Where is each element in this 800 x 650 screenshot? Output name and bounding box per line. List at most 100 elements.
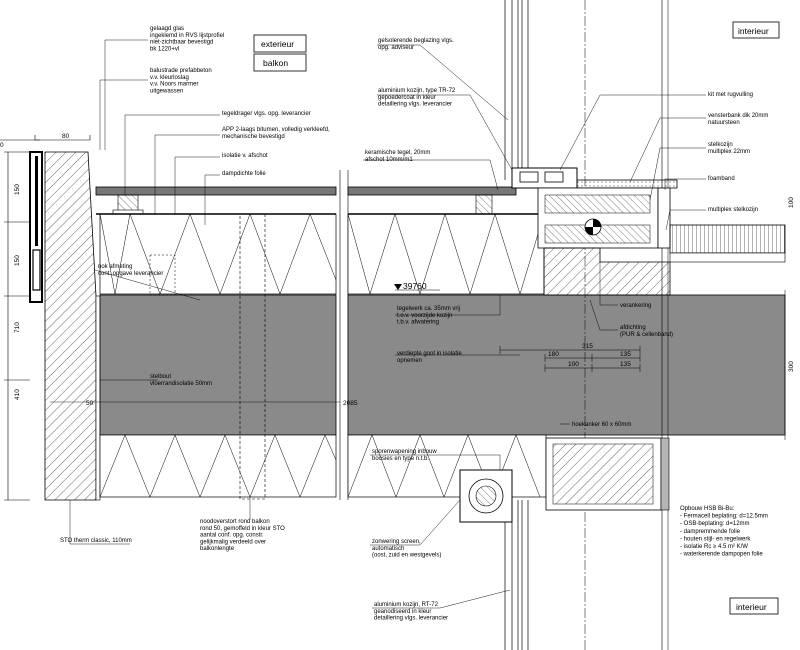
annotation-isolatie: isolatie v. afschot [222,153,268,159]
annotation-line: tegelwerk ca. 35mm vrij [397,306,460,312]
dim-300: 300 [788,361,795,372]
annotation-line: kit met rugvulling [708,92,753,98]
balustrade-prefab-concrete [44,151,97,501]
balcony-tiles [95,186,337,196]
svg-text:balkon: balkon [263,58,288,68]
annotation-verankering: verankering [620,303,651,309]
annotation-line: verdiepte goot in isolatie [397,351,462,357]
annotation-line: Opbouw HSB Bi-Bu: [680,506,735,512]
balcony-detail: 80 150 150 710 410 0 [0,133,340,501]
tile-pedestal-left [117,194,139,212]
window-sill-stone [576,179,678,189]
annotation-line: t.o.v. voorzijde kozijn [397,313,452,319]
left-dimension-chain [0,135,91,501]
annotation-line: nok afmeting [98,264,132,270]
annotation-line: ingeklemd in RVS lijstprofiel [150,33,224,39]
dim-135-b: 135 [620,361,631,368]
roof-insulation-right [347,213,545,295]
annotation-afdichting: afdichting(PUR & cellenband) [620,325,673,338]
annotation-line: dampdichte folie [222,171,266,177]
annotation-line: hoekanker 60 x 60mm [572,422,631,428]
interior-floor-finish [669,224,786,254]
annotation-line: keramische tegel, 20mm [365,150,430,156]
sill-step [543,247,671,296]
multiplex-frame [657,187,671,249]
label-box-interieur-bottom: interieur [729,597,779,615]
annotation-line: (PUR & cellenband) [620,332,673,338]
annotation-line: detaillering vlgs. leverancier [374,616,448,622]
annotation-foamband: foamband [708,176,735,182]
label-box-exterieur: exterieur [253,34,307,53]
annotation-beglazing: gelsolerende beglazing vlgs.opg. adviseu… [378,38,454,51]
label-box-balkon: balkon [253,53,307,72]
svg-text:exterieur: exterieur [261,39,294,49]
annotation-tegeldrager: tegeldrager vlgs. opg. leverancier [222,111,311,117]
annotation-line: detaillering vlgs. leverancier [378,102,452,108]
annotation-line: noodoverstort rond balkon [200,519,270,525]
annotation-line: - houten stijl- en regelwerk [680,536,751,542]
annotation-line: isolatie v. afschot [222,153,268,159]
balcony-slab [99,294,337,436]
slab-dimension-chain [499,290,786,440]
annotation-kit: kit met rugvulling [708,92,753,98]
annotation-opbouw: Opbouw HSB Bi-Bu: - Fermacell beplating: … [680,506,768,558]
annotation-line: aluminium kozijn, type TR-72 [378,88,456,94]
annotation-line: vloerrandisolatie 50mm [150,381,212,387]
dim-315: 315 [582,343,593,350]
underside-insulation [99,434,337,498]
annotation-line: v.v. Noors marmer [150,82,198,88]
dim-100-right: 100 [788,197,795,208]
annotation-dampdicht: dampdichte folie [222,171,266,177]
dim-150-mid: 150 [14,255,21,266]
annotation-line: vensterbank dik 20mm [708,113,768,119]
annotation-line: balkonlengte [200,546,235,552]
annotation-line: gelaagd glas [150,26,184,32]
annotation-line: niet-zichtbaar bevestigd [150,40,213,46]
dim-80: 80 [62,133,70,140]
annotation-line: APP 2-laags bitumen, volledig verkleefd, [222,127,330,133]
annotation-line: afdichting [620,325,646,331]
roof-insulation-left [99,213,337,295]
annotation-line: gelsolerende beglazing vlgs. [378,38,454,44]
svg-text:interieur: interieur [738,26,769,36]
leader-lines [69,39,706,609]
annotation-line: opnemen [397,358,422,364]
annotation-line: tegeldrager vlgs. opg. leverancier [222,111,311,117]
svg-text:interieur: interieur [736,602,767,612]
annotation-line: automatisch [372,546,404,552]
dim-180: 180 [548,351,559,358]
dim-410: 410 [14,389,21,400]
threshold-detail: 39760 [86,0,795,650]
underside-insulation-right [347,434,547,498]
annotation-line: t.b.v. afwatering [397,320,439,326]
dim-100: 100 [568,361,579,368]
annotation-line: rond 50, gemoffeld in kleur STO [200,526,285,532]
window-frame-lines [504,0,529,650]
annotation-line: - waterkerende dampopen folie [680,552,763,558]
annotation-line: multiplex 22mm [708,149,750,155]
sto-insulation [95,295,101,501]
annotation-line: - Fermacell beplating: d=12.5mm [680,514,768,520]
annotation-line: mechanische bevestigd [222,134,285,140]
break-line [339,170,349,500]
annotation-line: v.v. kleurloslag [150,75,189,81]
dim-135-a: 135 [620,351,631,358]
annotation-line: - OSB-beplating: d=12mm [680,521,750,527]
annotation-line: opg. adviseur [378,45,414,51]
annotation-line: (oost, zuid en westgevels) [372,553,441,559]
annotation-sto: STO therm classic, 110mm [60,538,132,544]
label-box-interieur-top: interieur [732,21,780,39]
dim-150-top: 150 [14,184,21,195]
annotation-line: - isolatie Rc ≥ 4.5 m² K/W [680,544,748,550]
annotation-zonwering: zonwering screen,automatisch(oost, zuid … [372,539,441,559]
annotation-line: afschot 10mm/m1 [365,157,413,163]
